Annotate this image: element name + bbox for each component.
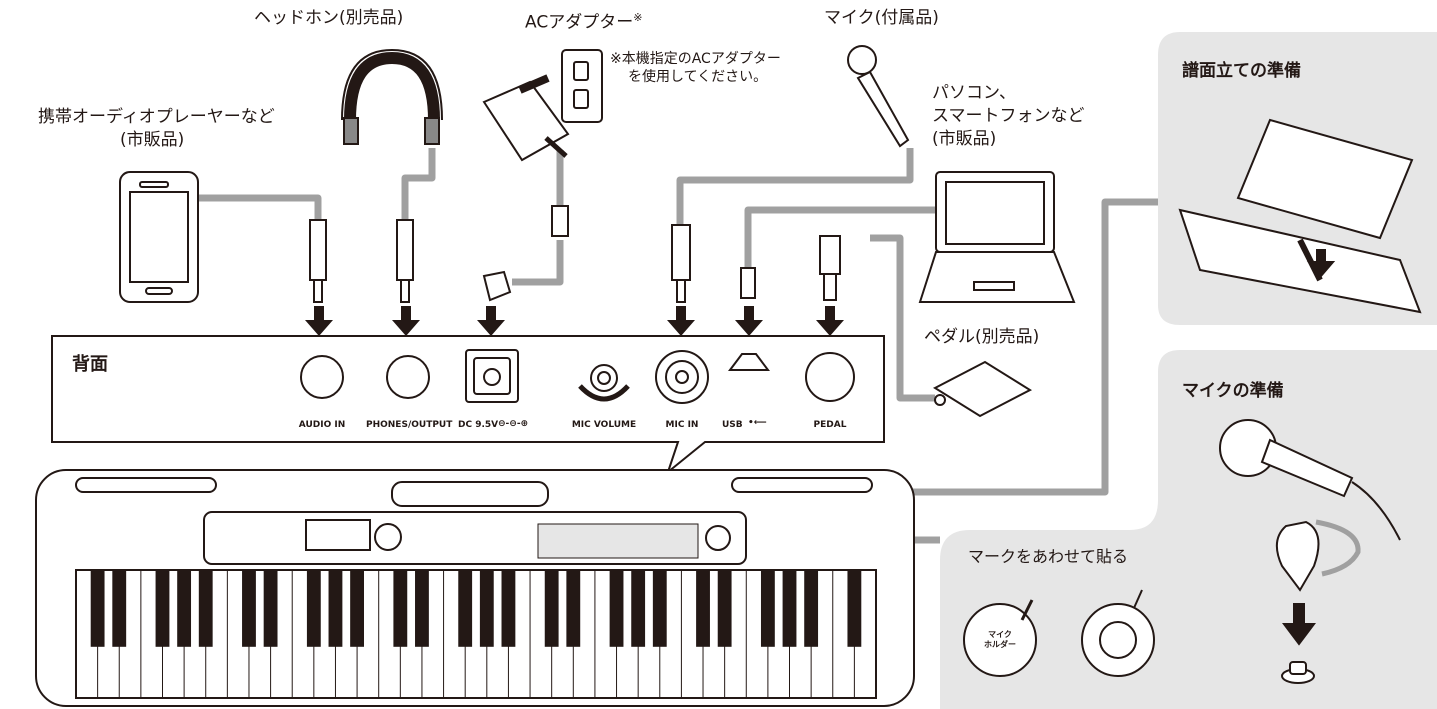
- dc-polarity-icon: ⊖-⊖-⊕: [498, 419, 529, 429]
- ac-adapter-label: ACアダプター※: [525, 7, 642, 34]
- black-key: [242, 570, 256, 647]
- mic-label: マイク(付属品): [824, 8, 939, 28]
- jack-mic-volume: MIC VOLUME: [571, 420, 637, 430]
- black-key: [847, 570, 862, 647]
- jack-pedal: PEDAL: [813, 420, 847, 430]
- black-key: [609, 570, 624, 647]
- black-key: [717, 570, 732, 647]
- black-key: [198, 570, 213, 647]
- ac-adapter-text: ACアダプター: [525, 12, 634, 33]
- black-key: [501, 570, 516, 647]
- black-key: [393, 570, 408, 647]
- mic-sticker-line2: ホルダー: [984, 640, 1016, 649]
- black-key: [696, 570, 710, 647]
- black-key: [350, 570, 364, 647]
- pc-label-line3: (市販品): [932, 129, 997, 149]
- audio-in-cable: [198, 194, 322, 220]
- headphones-label: ヘッドホン(別売品): [254, 8, 404, 28]
- mic-holder-illustration: [963, 419, 1401, 684]
- jack-phones-output: PHONES/OUTPUT: [366, 420, 453, 430]
- pedal-cable: [870, 234, 935, 402]
- black-key: [155, 570, 170, 647]
- rear-jacks: [300, 349, 855, 404]
- black-key: [631, 570, 646, 647]
- black-key: [306, 570, 321, 647]
- music-stand-panel-title: 譜面立ての準備: [1182, 61, 1301, 81]
- mic-sticker-line1: マイク: [988, 630, 1012, 639]
- black-key: [544, 570, 559, 647]
- headphones-icon: [341, 48, 443, 145]
- ac-adapter-icon: [482, 49, 603, 302]
- mic-cable: [676, 148, 914, 225]
- pc-label-line1: パソコン、: [932, 83, 1016, 103]
- jack-audio-in: AUDIO IN: [298, 420, 346, 430]
- jack-usb: USB: [722, 420, 743, 430]
- pedal-label: ペダル(別売品): [924, 327, 1040, 347]
- jack-dc: DC 9.5V: [458, 420, 499, 430]
- portable-audio-label-line2: (市販品): [120, 130, 185, 150]
- black-key: [90, 570, 105, 647]
- ac-adapter-mark: ※: [633, 11, 643, 24]
- black-key: [652, 570, 667, 647]
- portable-player-icon: [119, 171, 199, 303]
- pedal-icon: [932, 360, 1033, 418]
- black-key: [415, 570, 429, 647]
- black-key: [566, 570, 581, 647]
- microphone-icon: [847, 45, 910, 148]
- keyboard-keys: [90, 570, 862, 698]
- pc-label-line2: スマートフォンなど: [932, 106, 1085, 126]
- plugs: [309, 219, 841, 303]
- music-stand-illustration: [1178, 118, 1422, 314]
- connect-arrows: [305, 306, 844, 336]
- mic-panel-bg: [940, 350, 1437, 709]
- rear-panel-title: 背面: [72, 354, 108, 375]
- black-key: [328, 570, 343, 647]
- headphone-cable: [401, 148, 436, 220]
- usb-icon: •⟵: [748, 418, 767, 428]
- ac-adapter-note-line1: ※本機指定のACアダプター: [610, 51, 781, 67]
- jack-mic-in: MIC IN: [665, 420, 699, 430]
- black-key: [479, 570, 494, 647]
- black-key: [263, 570, 278, 647]
- laptop-icon: [918, 171, 1076, 303]
- usb-cable: [744, 206, 935, 268]
- adapter-cable: [512, 150, 564, 286]
- portable-audio-label-line1: 携帯オーディオプレーヤーなど: [38, 107, 275, 127]
- mic-sticker-instruction: マークをあわせて貼る: [968, 547, 1129, 566]
- black-key: [782, 570, 797, 647]
- mic-sticker-label: マイク ホルダー: [976, 630, 1024, 650]
- black-key: [177, 570, 192, 647]
- black-key: [760, 570, 775, 647]
- black-key: [804, 570, 819, 647]
- ac-adapter-note-line2: を使用してください。: [628, 69, 768, 85]
- mic-panel-title: マイクの準備: [1182, 381, 1284, 401]
- black-key: [458, 570, 473, 647]
- black-key: [112, 570, 127, 647]
